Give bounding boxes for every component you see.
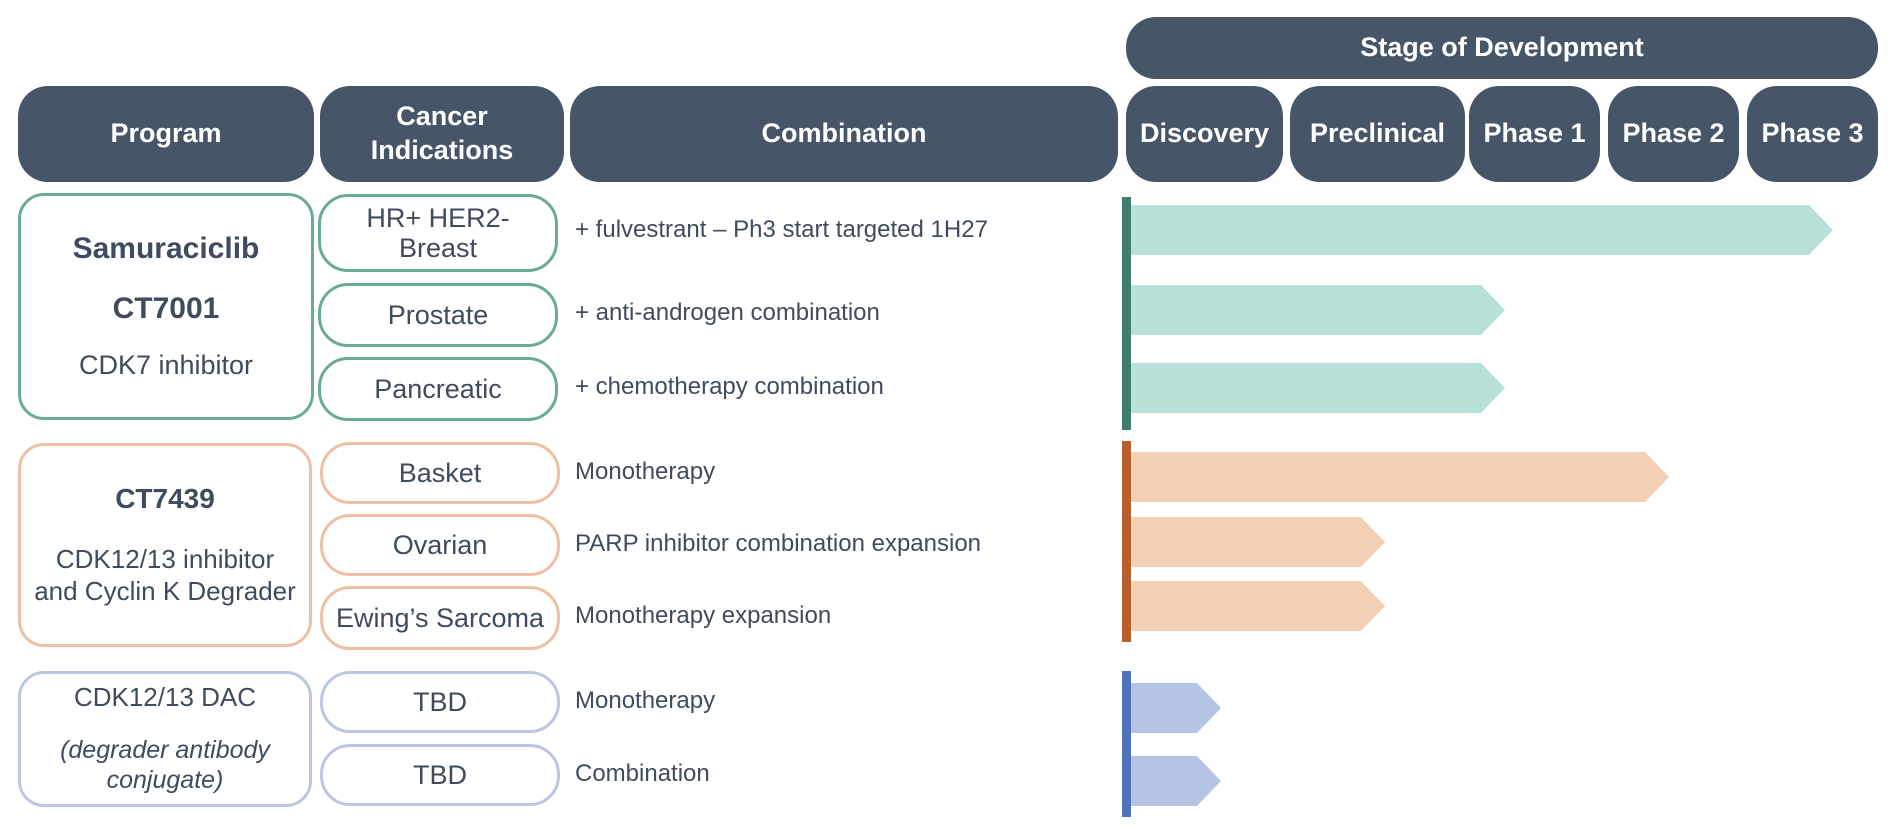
program-mechanism-2: conjugate)	[106, 766, 224, 794]
stage-of-development-label: Stage of Development	[1360, 32, 1644, 63]
program-name: Samuraciclib	[72, 232, 260, 265]
stage-phase2-header: Phase 2	[1608, 86, 1739, 182]
program-code: CDK12/13 DAC	[73, 682, 257, 712]
stage-progress-arrow-shape	[1131, 452, 1669, 502]
cancer-indications-header-label: Cancer Indications	[370, 101, 514, 165]
stage-progress-arrow	[1131, 363, 1505, 413]
indication-hr-her2-breast: HR+ HER2- Breast	[318, 194, 558, 272]
stage-preclinical-header: Preclinical	[1290, 86, 1465, 182]
stage-progress-arrow-shape	[1131, 517, 1385, 567]
stage-progress-arrow-shape	[1131, 683, 1221, 733]
stage-phase3-label: Phase 3	[1761, 118, 1864, 149]
program-header-label: Program	[110, 118, 222, 149]
combination-text: PARP inhibitor combination expansion	[575, 530, 982, 557]
program-mechanism: (degrader antibody	[60, 736, 270, 764]
stage-discovery-header: Discovery	[1126, 86, 1283, 182]
stage-phase2-label: Phase 2	[1622, 118, 1725, 149]
stage-preclinical-label: Preclinical	[1309, 118, 1446, 149]
combination-text: + anti-androgen combination	[575, 299, 880, 326]
program-code: CT7439	[115, 482, 215, 514]
combination-text: Monotherapy	[575, 687, 716, 714]
program-ct7439: CT7439 CDK12/13 inhibitor and Cyclin K D…	[18, 443, 312, 647]
stage-progress-arrow-shape	[1131, 756, 1221, 806]
indication-tbd: TBD	[320, 671, 560, 733]
stage-progress-arrow	[1131, 205, 1833, 255]
stage-progress-arrow	[1131, 452, 1669, 502]
stage-progress-arrow-shape	[1131, 363, 1505, 413]
stage-phase3-header: Phase 3	[1747, 86, 1878, 182]
group-marker-line	[1122, 671, 1131, 817]
combination-header: Combination	[570, 86, 1118, 182]
combination-text: Monotherapy expansion	[575, 602, 832, 629]
program-mechanism: CDK12/13 inhibitor	[55, 543, 275, 574]
indication-basket: Basket	[320, 442, 560, 504]
stage-progress-arrow-shape	[1131, 581, 1385, 631]
stage-discovery-label: Discovery	[1139, 118, 1270, 149]
combination-text: Monotherapy	[575, 458, 716, 485]
group-marker-line	[1122, 197, 1131, 430]
stage-progress-arrow-shape	[1131, 205, 1833, 255]
combination-text: Combination	[575, 760, 710, 787]
stage-progress-arrow	[1131, 581, 1385, 631]
stage-progress-arrow	[1131, 683, 1221, 733]
stage-progress-arrow	[1131, 756, 1221, 806]
combination-text: + chemotherapy combination	[575, 373, 884, 400]
indication-ovarian: Ovarian	[320, 514, 560, 576]
indication-pancreatic: Pancreatic	[318, 357, 558, 421]
stage-phase1-label: Phase 1	[1483, 118, 1586, 149]
program-mechanism-2: and Cyclin K Degrader	[34, 576, 296, 606]
stage-progress-arrow	[1131, 285, 1505, 335]
stage-progress-arrow	[1131, 517, 1385, 567]
program-header: Program	[18, 86, 314, 182]
group-marker-line	[1122, 441, 1131, 642]
stage-of-development-header: Stage of Development	[1126, 17, 1878, 79]
program-mechanism: CDK7 inhibitor	[78, 350, 254, 380]
combination-text: + fulvestrant – Ph3 start targeted 1H27	[575, 216, 988, 243]
combination-header-label: Combination	[761, 118, 927, 149]
indication-prostate: Prostate	[318, 283, 558, 347]
indication-ewings-sarcoma: Ewing’s Sarcoma	[320, 586, 560, 650]
cancer-indications-header: Cancer Indications	[320, 86, 564, 182]
stage-progress-arrow-shape	[1131, 285, 1505, 335]
program-cdk12-13-dac: CDK12/13 DAC (degrader antibody conjugat…	[18, 671, 312, 807]
program-code: CT7001	[112, 292, 220, 325]
program-samuraciclib: Samuraciclib CT7001 CDK7 inhibitor	[18, 193, 314, 420]
indication-tbd: TBD	[320, 744, 560, 806]
stage-phase1-header: Phase 1	[1469, 86, 1600, 182]
